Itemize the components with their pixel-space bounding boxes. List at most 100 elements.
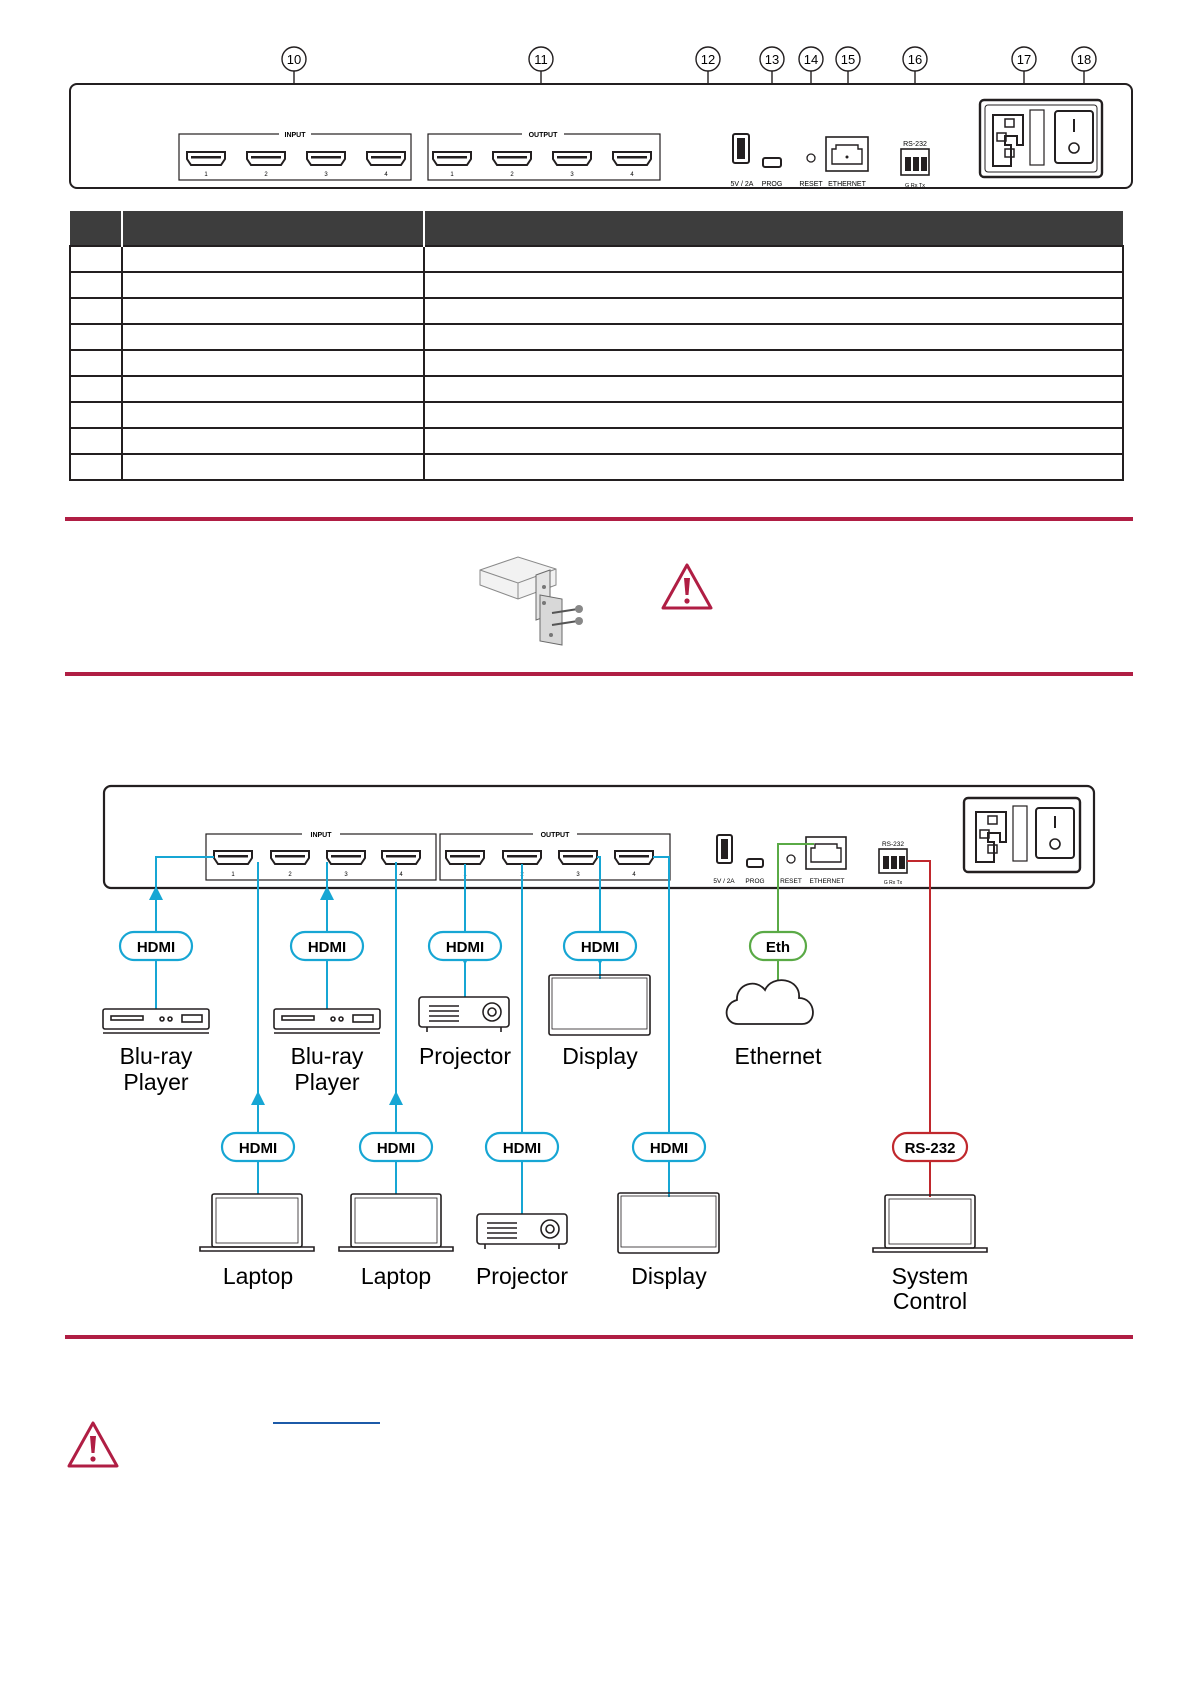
device-label-laptop2: Laptop [361,1263,431,1289]
hyperlink-underline[interactable] [273,1422,380,1424]
device-label-ethernet: Ethernet [735,1043,823,1069]
feature-table [69,211,1124,481]
diagram-reset-label: RESET [780,878,802,885]
table-row [69,323,1124,351]
svg-text:1: 1 [204,172,208,178]
device-label-display-bottom: Display [631,1263,707,1289]
hdmi-output-port-2: 2 [492,151,532,178]
svg-text:OUTPUT: OUTPUT [529,132,559,139]
device-label-laptop1: Laptop [223,1263,293,1289]
svg-text:HDMI: HDMI [446,939,484,956]
svg-text:ETHERNET: ETHERNET [828,181,866,188]
rs232-tag: RS-232 [891,1131,969,1163]
hdmi-tag-display-top: HDMI [562,930,638,962]
rack-mount-illustration [479,556,583,646]
svg-text:15: 15 [841,52,855,67]
diagram-output-label: OUTPUT [541,832,571,839]
svg-text:3: 3 [344,872,348,878]
device-label-projector-bottom: Projector [476,1263,568,1289]
hdmi-tag-laptop1: HDMI [220,1131,296,1163]
svg-text:4: 4 [399,872,403,878]
svg-text:HDMI: HDMI [308,939,346,956]
svg-text:3: 3 [570,172,574,178]
table-row [69,297,1124,325]
svg-text:1: 1 [450,172,454,178]
power-module [978,98,1104,179]
header-cell-number [70,211,123,246]
svg-text:12: 12 [701,52,715,67]
svg-text:11: 11 [534,52,548,67]
usb-port: 5V / 2A [731,133,754,188]
svg-text:3: 3 [324,172,328,178]
projector-icon [418,996,510,1032]
device-label-bluray1-line1: Blu-ray [120,1043,193,1069]
hdmi-input-port-1: 1 [186,151,226,178]
hdmi-tag-bluray1: HDMI [118,930,194,962]
hdmi-tag-display-bottom: HDMI [631,1131,707,1163]
eth-tag: Eth [748,930,808,962]
bluray-player-icon [273,1008,381,1034]
display-icon [548,974,651,1036]
table-row [69,349,1124,377]
hdmi-input-port-2: 2 [246,151,286,178]
header-cell-feature [122,211,425,246]
device-label-bluray2-line2: Player [294,1069,360,1095]
diagram-rs232-label: RS-232 [882,841,904,848]
hdmi-output-port-4: 4 [612,151,652,178]
output-group: OUTPUT 1 2 3 4 [427,129,661,181]
prog-port: PROG [762,157,783,188]
display-icon [617,1192,720,1254]
header-cell-function [424,211,1123,246]
table-row [69,401,1124,429]
svg-text:2: 2 [288,872,292,878]
svg-text:5V / 2A: 5V / 2A [731,181,754,188]
bluray-player-icon [102,1008,210,1034]
svg-text:RS-232: RS-232 [905,1140,956,1157]
hdmi-input-port-4: 4 [366,151,406,178]
svg-text:HDMI: HDMI [650,1140,688,1157]
svg-text:RS-232: RS-232 [903,141,927,148]
table-header-row [70,211,1123,246]
device-label-system-control-line1: System [892,1263,969,1289]
connection-diagram: INPUT 1 2 3 4 OUTPUT 1 2 3 4 5V / 2A PRO… [102,784,1096,1312]
device-label-display-top: Display [562,1043,638,1069]
svg-text:G Rx Tx: G Rx Tx [905,183,925,189]
laptop-icon [338,1193,454,1252]
section-divider [65,1335,1133,1339]
ethernet-cloud-icon [725,979,814,1025]
hdmi-output-port-1: 1 [432,151,472,178]
svg-text:HDMI: HDMI [377,1140,415,1157]
diagram-input-label: INPUT [311,832,333,839]
svg-text:HDMI: HDMI [137,939,175,956]
rear-panel-diagram: 10 11 12 13 14 15 16 17 [69,46,1133,189]
diagram-prog-label: PROG [745,878,764,885]
svg-text:10: 10 [287,52,301,67]
hdmi-input-port-3: 3 [306,151,346,178]
table-row [69,427,1124,455]
hdmi-output-port-3: 3 [552,151,592,178]
svg-text:13: 13 [765,52,779,67]
svg-text:RESET: RESET [799,181,823,188]
ethernet-port: ETHERNET [825,136,869,188]
svg-text:3: 3 [576,872,580,878]
table-row [69,375,1124,403]
warning-icon [661,563,713,610]
device-label-projector-top: Projector [419,1043,511,1069]
table-row [69,453,1124,481]
svg-text:HDMI: HDMI [239,1140,277,1157]
table-row [69,245,1124,273]
svg-text:HDMI: HDMI [581,939,619,956]
svg-text:G Rx Tx: G Rx Tx [884,880,903,886]
diagram-ethernet-label: ETHERNET [809,878,844,885]
svg-text:16: 16 [908,52,922,67]
svg-text:2: 2 [510,172,514,178]
hdmi-tag-laptop2: HDMI [358,1131,434,1163]
laptop-icon [199,1193,315,1252]
device-label-bluray1-line2: Player [123,1069,189,1095]
hdmi-tag-projector-bottom: HDMI [484,1131,560,1163]
svg-text:INPUT: INPUT [285,132,307,139]
device-label-system-control-line2: Control [893,1288,967,1312]
callout-18: 18 [1071,46,1097,100]
diagram-usb-label: 5V / 2A [713,878,735,885]
svg-text:PROG: PROG [762,181,783,188]
